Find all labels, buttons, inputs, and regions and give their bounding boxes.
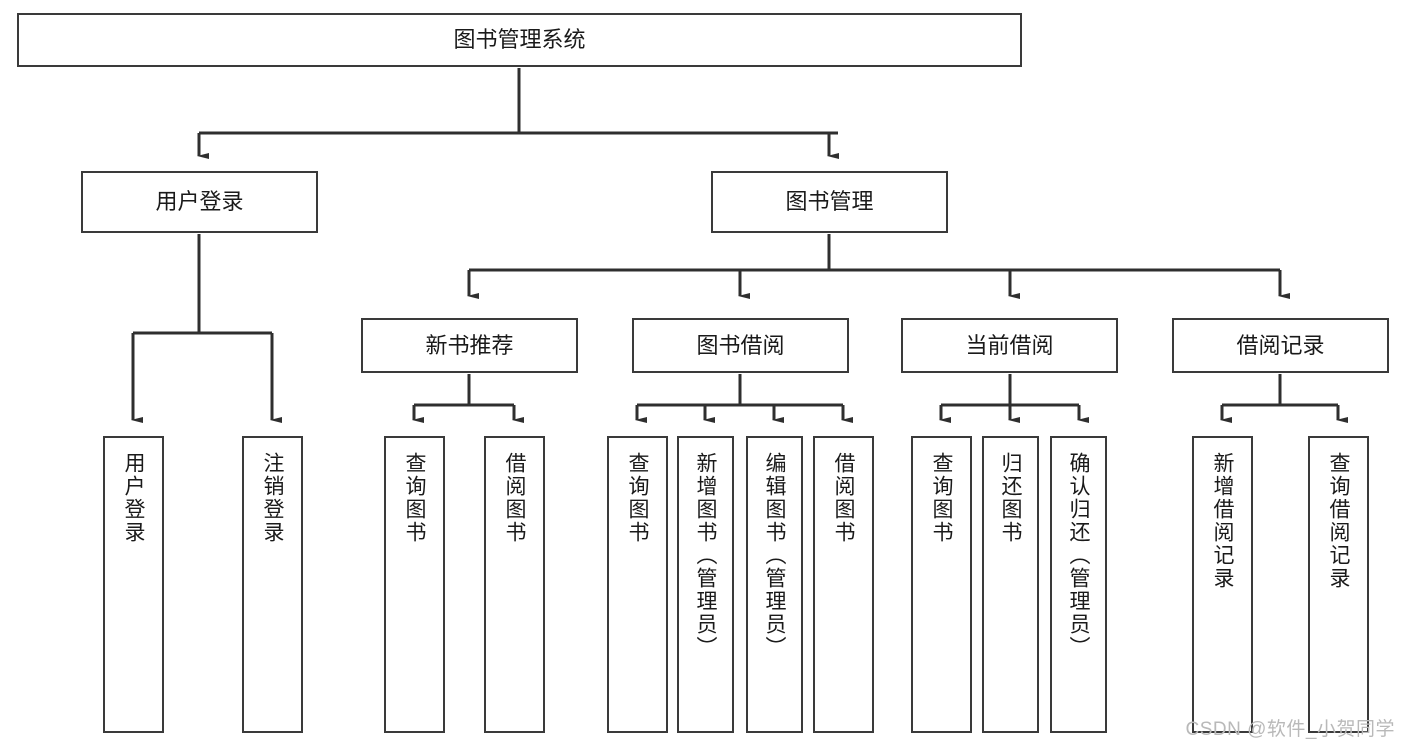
node-book-manage[interactable]: 图书管理 (711, 171, 948, 233)
node-book-borrow[interactable]: 图书借阅 (632, 318, 849, 373)
node-label: 新书推荐 (425, 332, 514, 358)
node-label: 借阅图书 (503, 452, 526, 544)
node-label: 注销登录 (261, 452, 284, 544)
node-leaf-user-login[interactable]: 用户登录 (103, 436, 164, 733)
node-label: 新增图书（管理员） (694, 452, 717, 659)
node-leaf-confirm-return[interactable]: 确认归还（管理员） (1050, 436, 1107, 733)
node-leaf-query-book-3[interactable]: 查询图书 (911, 436, 972, 733)
node-label: 图书管理系统 (453, 27, 586, 53)
node-leaf-query-book-2[interactable]: 查询图书 (607, 436, 668, 733)
node-leaf-borrow-book-2[interactable]: 借阅图书 (813, 436, 874, 733)
node-current-borrow[interactable]: 当前借阅 (901, 318, 1118, 373)
node-label: 查询图书 (403, 452, 426, 544)
node-leaf-edit-book[interactable]: 编辑图书（管理员） (746, 436, 803, 733)
node-leaf-query-record[interactable]: 查询借阅记录 (1308, 436, 1369, 733)
node-label: 查询借阅记录 (1327, 452, 1350, 590)
node-borrow-record[interactable]: 借阅记录 (1172, 318, 1389, 373)
node-leaf-logout-login[interactable]: 注销登录 (242, 436, 303, 733)
node-label: 查询图书 (930, 452, 953, 544)
node-label: 新增借阅记录 (1211, 452, 1234, 590)
node-label: 用户登录 (122, 452, 145, 544)
node-label: 当前借阅 (965, 332, 1054, 358)
node-label: 归还图书 (999, 452, 1022, 544)
node-label: 借阅记录 (1236, 332, 1325, 358)
node-label: 查询图书 (626, 452, 649, 544)
watermark-text: CSDN @软件_小贺同学 (1185, 719, 1395, 740)
node-label: 图书借阅 (696, 332, 785, 358)
node-leaf-borrow-book-1[interactable]: 借阅图书 (484, 436, 545, 733)
node-leaf-add-record[interactable]: 新增借阅记录 (1192, 436, 1253, 733)
node-new-book-recommend[interactable]: 新书推荐 (361, 318, 578, 373)
node-leaf-add-book[interactable]: 新增图书（管理员） (677, 436, 734, 733)
node-user-login[interactable]: 用户登录 (81, 171, 318, 233)
node-label: 确认归还（管理员） (1067, 452, 1090, 659)
node-root-system[interactable]: 图书管理系统 (17, 13, 1022, 67)
node-label: 借阅图书 (832, 452, 855, 544)
node-leaf-query-book-1[interactable]: 查询图书 (384, 436, 445, 733)
node-label: 图书管理 (785, 189, 874, 215)
node-label: 用户登录 (155, 189, 244, 215)
node-leaf-return-book[interactable]: 归还图书 (982, 436, 1039, 733)
node-label: 编辑图书（管理员） (763, 452, 786, 659)
